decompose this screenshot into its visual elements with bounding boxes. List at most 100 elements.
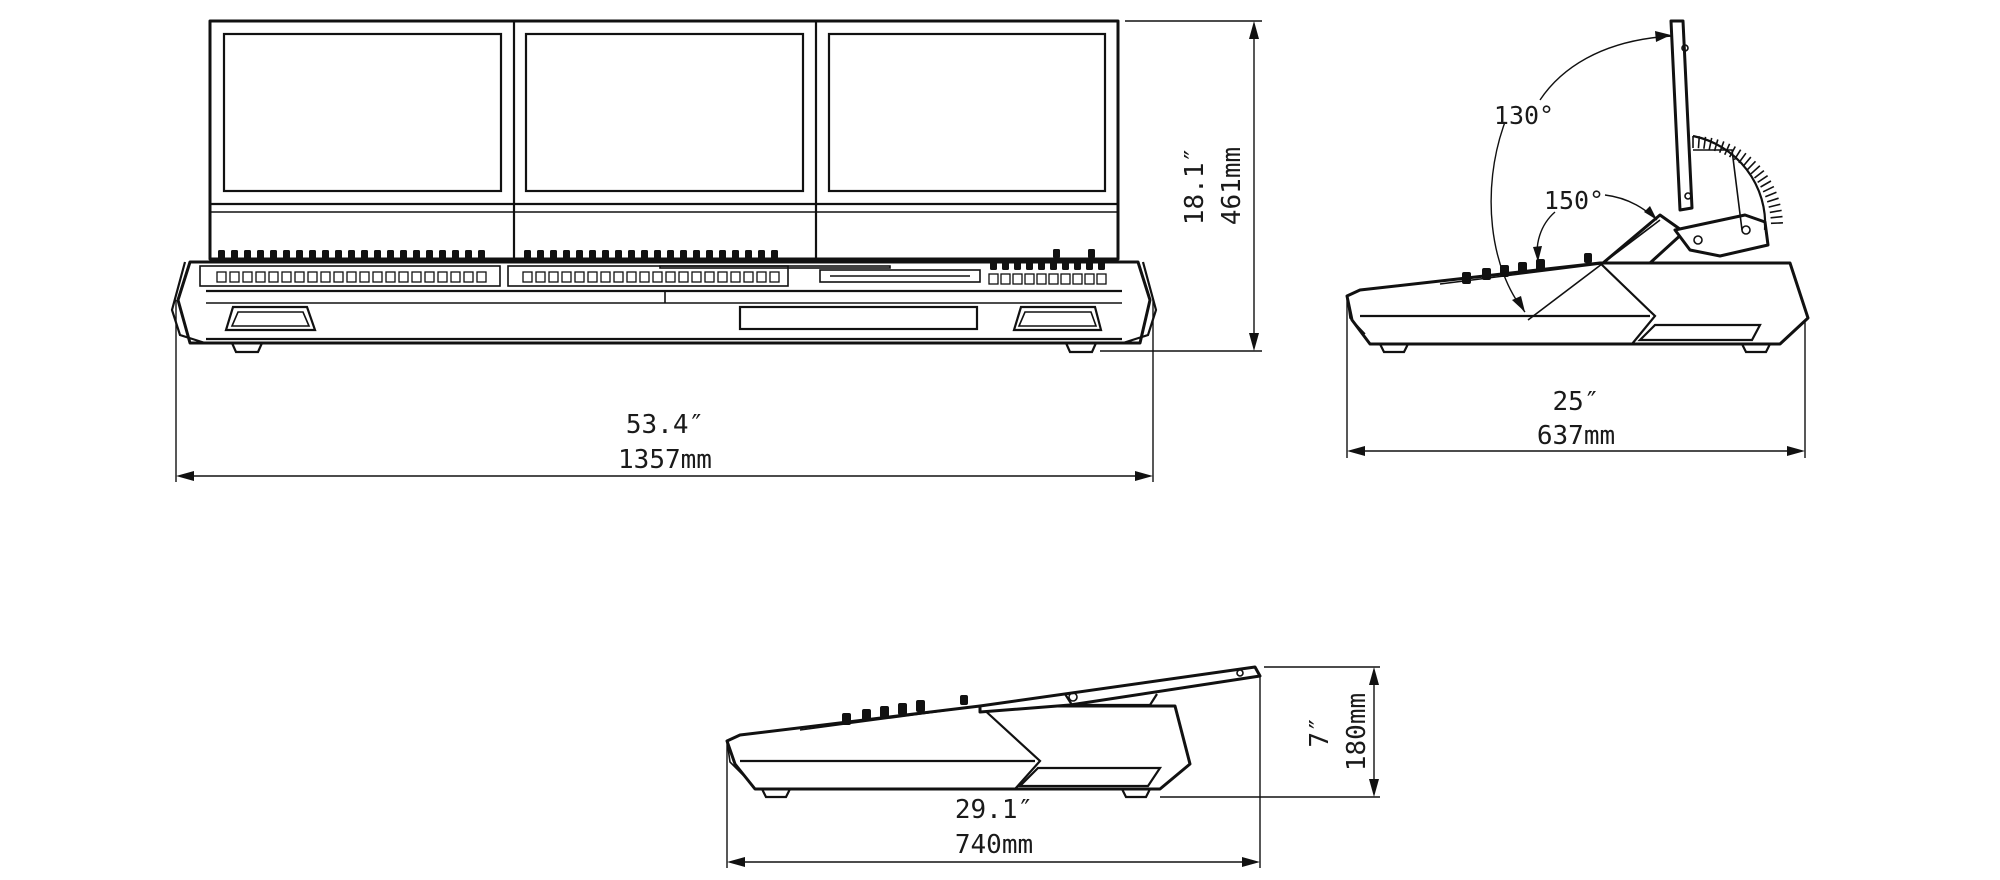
fader-knob: [615, 250, 622, 259]
side-closed-depth-in-label: 29.1″: [955, 795, 1033, 825]
fader-knob: [667, 250, 674, 259]
channel-key: [639, 271, 650, 283]
tilt-tick: [1742, 156, 1752, 167]
fader-knob: [771, 250, 778, 259]
fader-knob: [244, 250, 251, 259]
tilt-tick: [1753, 169, 1765, 179]
channel-key: [398, 271, 409, 283]
angle-130-label: 130°: [1494, 101, 1554, 130]
master-key: [1096, 273, 1107, 285]
screen-left: [222, 32, 503, 193]
tilt-tick: [1766, 197, 1779, 203]
channel-key: [600, 271, 611, 283]
fader-knob: [465, 250, 472, 259]
handle-right: [1012, 305, 1103, 332]
master-knob: [1098, 262, 1105, 270]
tilt-tick: [1718, 141, 1725, 153]
tilt-tick: [1728, 146, 1736, 158]
fader-knob: [374, 250, 381, 259]
handle-left: [224, 305, 317, 332]
master-knob: [1062, 262, 1069, 270]
side-view-closed: [725, 665, 1262, 799]
channel-key: [548, 271, 559, 283]
fader-knob: [563, 250, 570, 259]
channel-key: [535, 271, 546, 283]
channel-key: [229, 271, 240, 283]
channel-key: [665, 271, 676, 283]
channel-key: [463, 271, 474, 283]
fader-knob: [706, 250, 713, 259]
front-width-in-label: 53.4″: [626, 410, 704, 440]
tilt-tick: [1703, 136, 1707, 149]
front-height-mm-label: 461mm: [1217, 147, 1247, 225]
master-knob: [1086, 262, 1093, 270]
channel-key: [294, 271, 305, 283]
channel-key: [242, 271, 253, 283]
channel-key: [450, 271, 461, 283]
fader-knob: [309, 250, 316, 259]
front-view: [170, 19, 1158, 354]
channel-key: [613, 271, 624, 283]
front-height-dimension: 18.1″ 461mm: [1100, 20, 1262, 352]
fader-knob: [641, 250, 648, 259]
fader-knob: [322, 250, 329, 259]
fader-knob: [524, 250, 531, 259]
side-view-open: 130° 150°: [1345, 19, 1810, 354]
tilt-tick: [1733, 149, 1742, 161]
channel-key: [652, 271, 663, 283]
master-key: [1000, 273, 1011, 285]
fader-knob: [283, 250, 290, 259]
fader-knob: [680, 250, 687, 259]
channel-key: [730, 271, 741, 283]
fader-knob: [348, 250, 355, 259]
channel-key: [307, 271, 318, 283]
master-knob: [1026, 262, 1033, 270]
monitor-side: [1669, 19, 1694, 212]
tilt-tick: [1738, 152, 1747, 164]
master-knob: [1053, 249, 1060, 258]
fader-knob: [478, 250, 485, 259]
master-key: [1048, 273, 1059, 285]
fader-knob: [270, 250, 277, 259]
fader-knob: [719, 250, 726, 259]
front-height-in-label: 18.1″: [1180, 147, 1210, 225]
side-open-knobs: [1439, 253, 1601, 285]
master-key: [1036, 273, 1047, 285]
screen-center: [524, 32, 805, 193]
front-slot: [738, 305, 979, 331]
channel-key: [626, 271, 637, 283]
channel-key: [522, 271, 533, 283]
fader-knob: [296, 250, 303, 259]
side-open-depth-dimension: 25″ 637mm: [1346, 296, 1806, 458]
side-closed-knobs: [799, 695, 981, 731]
fader-knob: [693, 250, 700, 259]
channel-key: [385, 271, 396, 283]
side-open-depth-mm-label: 637mm: [1537, 421, 1615, 451]
channel-key: [476, 271, 487, 283]
channel-key: [320, 271, 331, 283]
fader-knob: [745, 250, 752, 259]
fader-knob: [426, 250, 433, 259]
fader-knob: [387, 250, 394, 259]
channel-key: [255, 271, 266, 283]
tilt-bracket: [1692, 134, 1767, 231]
master-knob: [1088, 249, 1095, 258]
fader-knob: [335, 250, 342, 259]
channel-key: [359, 271, 370, 283]
channel-key: [717, 271, 728, 283]
tilt-tick: [1765, 191, 1777, 198]
channel-key: [561, 271, 572, 283]
fader-knob: [628, 250, 635, 259]
channel-key: [268, 271, 279, 283]
side-open-depth-in-label: 25″: [1553, 387, 1600, 417]
fader-knob: [602, 250, 609, 259]
master-knob: [1014, 262, 1021, 270]
fader-knob: [400, 250, 407, 259]
monitor-lowered: [978, 665, 1262, 714]
control-surface: [199, 249, 1107, 287]
front-width-dimension: 53.4″ 1357mm: [175, 300, 1154, 482]
tilt-tick: [1768, 203, 1781, 208]
fader-knob: [218, 250, 225, 259]
master-key: [988, 273, 999, 285]
tilt-tick: [1760, 180, 1772, 188]
